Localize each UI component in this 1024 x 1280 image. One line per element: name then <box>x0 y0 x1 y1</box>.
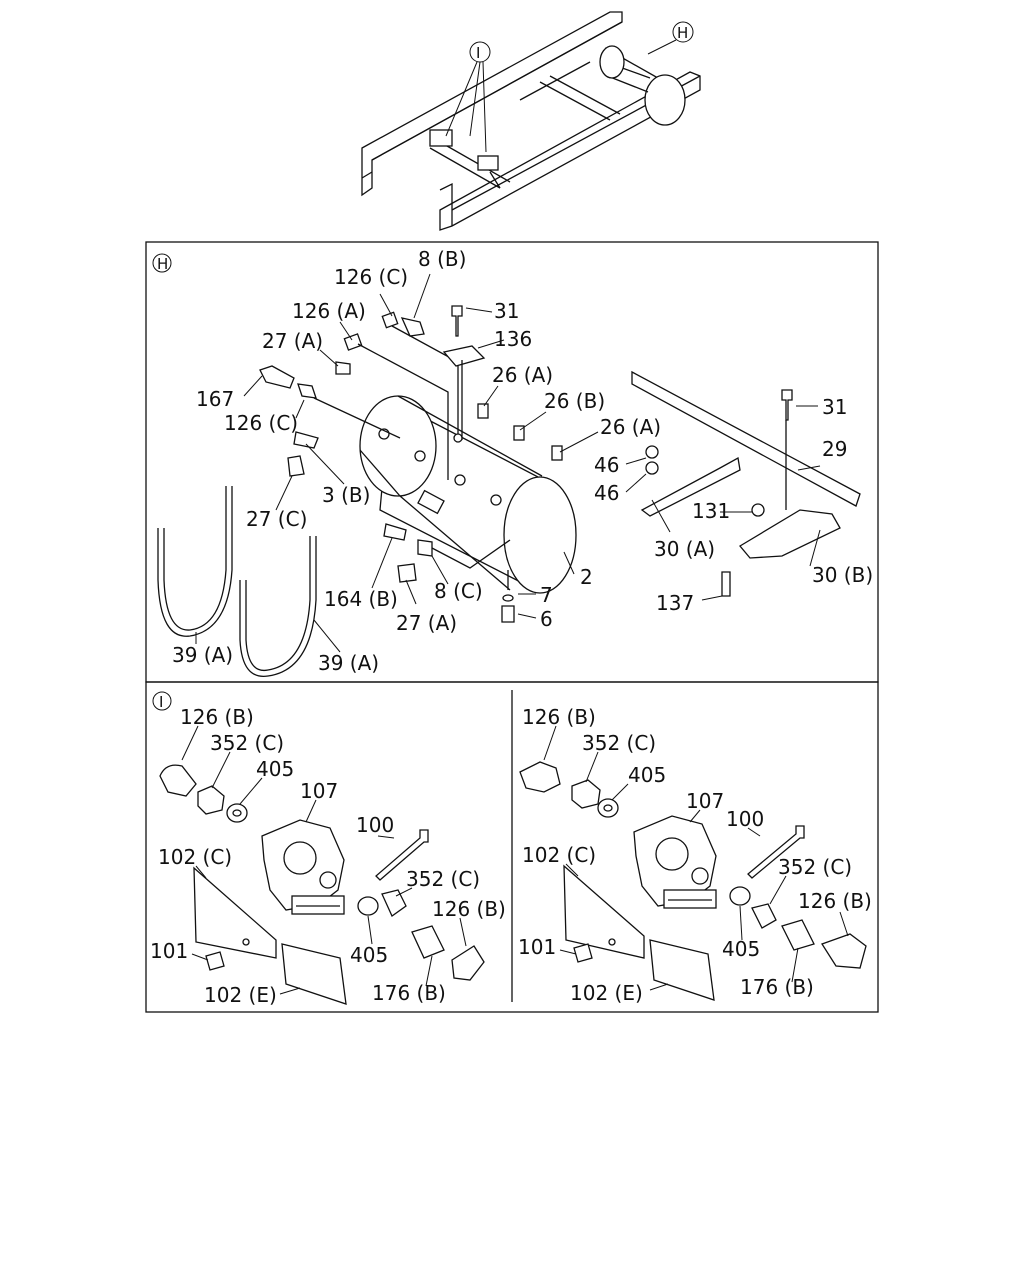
label-left-126b-top: 126 (B) <box>180 705 254 729</box>
label-left-405-bot: 405 <box>350 943 388 967</box>
valve-assembly-right <box>519 761 867 1001</box>
label-right-107: 107 <box>686 789 724 813</box>
label-right-405-top: 405 <box>628 763 666 787</box>
chassis-overview: H I <box>361 11 701 231</box>
label-left-107: 107 <box>300 779 338 803</box>
section-i-frame <box>145 681 879 1013</box>
leaders-h <box>195 273 821 653</box>
label-46-2: 46 <box>594 481 619 505</box>
label-right-102c: 102 (C) <box>522 843 596 867</box>
valve-assembly-left <box>159 764 485 1005</box>
label-39a-2: 39 (A) <box>318 651 379 675</box>
label-left-102e: 102 (E) <box>204 983 277 1007</box>
label-30b: 30 (B) <box>812 563 873 587</box>
fittings-h <box>259 305 563 623</box>
label-167: 167 <box>196 387 234 411</box>
label-30a: 30 (A) <box>654 537 715 561</box>
label-2: 2 <box>580 565 593 589</box>
leaders-i-left <box>181 725 467 995</box>
label-31-top: 31 <box>494 299 519 323</box>
label-right-405-bot: 405 <box>722 937 760 961</box>
hoses-39a <box>157 486 317 677</box>
label-right-176b: 176 (B) <box>740 975 814 999</box>
overview-marker-i: I <box>476 44 480 62</box>
label-137: 137 <box>656 591 694 615</box>
label-6: 6 <box>540 607 553 631</box>
label-7: 7 <box>540 583 553 607</box>
label-8b: 8 (B) <box>418 247 466 271</box>
crossmember-29 <box>631 370 861 597</box>
label-126c-top: 126 (C) <box>334 265 408 289</box>
label-right-126b-top: 126 (B) <box>522 705 596 729</box>
labels-i-right: 126 (B) 352 (C) 405 107 100 102 (C) 352 … <box>518 705 872 1005</box>
label-27a-top: 27 (A) <box>262 329 323 353</box>
label-29: 29 <box>822 437 847 461</box>
label-left-176b: 176 (B) <box>372 981 446 1005</box>
labels-i-left: 126 (B) 352 (C) 405 107 100 102 (C) 352 … <box>150 705 506 1007</box>
leaders-i-right <box>543 725 849 991</box>
label-left-100: 100 <box>356 813 394 837</box>
label-right-352c-top: 352 (C) <box>582 731 656 755</box>
label-126c-mid: 126 (C) <box>224 411 298 435</box>
air-tank <box>359 395 577 594</box>
labels-h: 126 (C) 8 (B) 126 (A) 31 136 27 (A) 26 (… <box>172 247 873 675</box>
label-136: 136 <box>494 327 532 351</box>
label-right-100: 100 <box>726 807 764 831</box>
label-right-102e: 102 (E) <box>570 981 643 1005</box>
label-left-352c-right: 352 (C) <box>406 867 480 891</box>
label-3b: 3 (B) <box>322 483 370 507</box>
section-i-marker: I <box>159 693 163 711</box>
label-8c: 8 (C) <box>434 579 483 603</box>
label-left-126b-right: 126 (B) <box>432 897 506 921</box>
label-left-405-top: 405 <box>256 757 294 781</box>
overview-marker-h: H <box>677 24 688 42</box>
label-26a-1: 26 (A) <box>492 363 553 387</box>
label-27a-bot: 27 (A) <box>396 611 457 635</box>
label-right-101: 101 <box>518 935 556 959</box>
section-h-marker: H <box>157 255 168 273</box>
label-left-352c-top: 352 (C) <box>210 731 284 755</box>
label-26a-2: 26 (A) <box>600 415 661 439</box>
label-131: 131 <box>692 499 730 523</box>
label-left-101: 101 <box>150 939 188 963</box>
label-right-126b-right: 126 (B) <box>798 889 872 913</box>
label-164b: 164 (B) <box>324 587 398 611</box>
label-39a-1: 39 (A) <box>172 643 233 667</box>
label-27c: 27 (C) <box>246 507 307 531</box>
label-right-352c-right: 352 (C) <box>778 855 852 879</box>
label-46-1: 46 <box>594 453 619 477</box>
label-31-right: 31 <box>822 395 847 419</box>
label-left-102c: 102 (C) <box>158 845 232 869</box>
label-26b: 26 (B) <box>544 389 605 413</box>
label-126a: 126 (A) <box>292 299 366 323</box>
